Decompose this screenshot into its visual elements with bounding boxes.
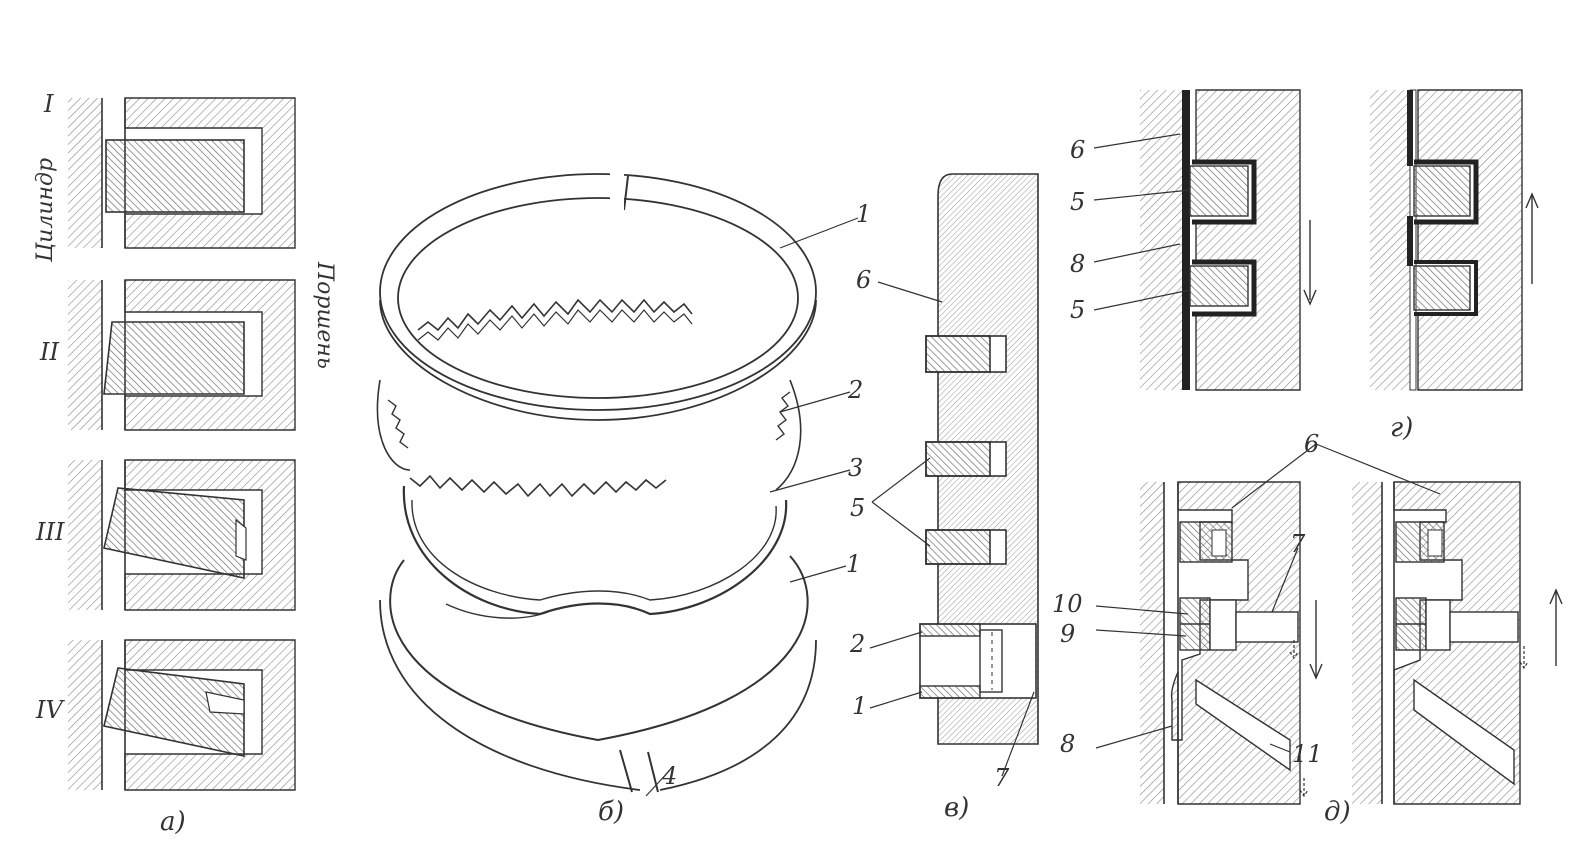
- callout-d-7: 7: [1290, 530, 1306, 558]
- piston-label: Поршень: [312, 261, 337, 369]
- callout-g-5-top: 5: [1070, 188, 1085, 216]
- callout-b-1-top: 1: [856, 200, 871, 228]
- leader-b1b: [789, 565, 847, 583]
- subfigure-d-label: д): [1324, 797, 1351, 827]
- callout-d-11: 11: [1292, 740, 1323, 768]
- callout-v-6: 6: [856, 266, 871, 294]
- section-II: [68, 279, 296, 431]
- subfigure-g-label: г): [1390, 413, 1413, 443]
- callout-b-1-bottom: 1: [846, 550, 861, 578]
- callout-d-8: 8: [1060, 730, 1075, 758]
- panel-g: 6 5 8 5 г): [1070, 89, 1539, 443]
- oil-film-left: [1182, 90, 1190, 390]
- callout-b-4: 4: [661, 762, 677, 790]
- cylinder-wall-left: [1140, 90, 1182, 390]
- panel-b-labels: 1 2 3 1 4 б): [598, 200, 871, 827]
- callout-v-1: 1: [852, 692, 867, 720]
- callout-d-10: 10: [1052, 590, 1083, 618]
- subfigure-a-label: а): [160, 807, 186, 837]
- leader-b1: [779, 217, 859, 249]
- roman-IV: IV: [35, 696, 65, 724]
- roman-I: I: [43, 90, 54, 118]
- spacer-ring: [402, 485, 788, 619]
- callout-b-3: 3: [848, 454, 863, 482]
- bottom-ring: [379, 555, 817, 793]
- callout-b-2: 2: [847, 376, 863, 404]
- callout-d-9: 9: [1060, 620, 1075, 648]
- callout-g-5-bottom: 5: [1070, 296, 1085, 324]
- roman-III: III: [35, 518, 65, 546]
- callout-g-6: 6: [1070, 136, 1085, 164]
- panel-v: 6 5 2 1 7 в): [849, 173, 1039, 823]
- roman-II: II: [39, 338, 59, 366]
- panel-d: 6 7 10 9 8 11 д): [1052, 430, 1563, 827]
- cylinder-label: Цилиндр: [33, 158, 58, 263]
- leader-b2: [779, 391, 851, 413]
- section-III: [68, 459, 296, 611]
- callout-v-7: 7: [994, 764, 1010, 792]
- leader-b3: [769, 469, 851, 493]
- callout-v-5: 5: [850, 494, 865, 522]
- subfigure-v-label: в): [944, 793, 969, 823]
- expander-ring: [376, 298, 802, 498]
- leader-b4: [645, 769, 671, 797]
- section-IV: [68, 639, 296, 791]
- subfigure-b-label: б): [598, 797, 624, 827]
- section-I: [68, 97, 296, 249]
- panel-a: Цилиндр Поршень I II III IV а): [33, 90, 337, 837]
- top-ring: [379, 170, 817, 421]
- callout-v-2: 2: [849, 630, 865, 658]
- panel-b: [376, 170, 859, 797]
- callout-d-6: 6: [1304, 430, 1319, 458]
- cylinder-wall-right: [1370, 90, 1410, 390]
- callout-g-8: 8: [1070, 250, 1085, 278]
